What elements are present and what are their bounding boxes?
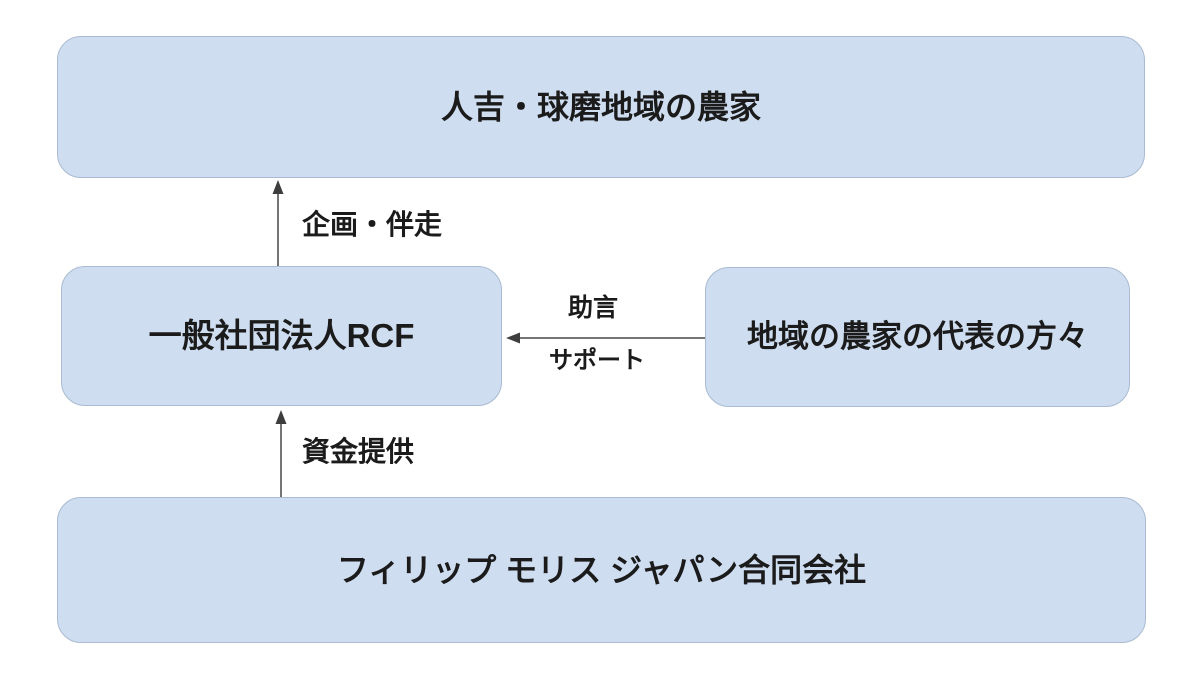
arrow-funding-head bbox=[275, 410, 287, 424]
edge-label-funding: 資金提供 bbox=[302, 436, 415, 467]
edge-label-support: サポート bbox=[549, 347, 645, 374]
arrow-advice-head bbox=[506, 332, 520, 344]
arrow-planning bbox=[272, 180, 284, 266]
node-pmj-box: フィリップ モリス ジャパン合同会社 bbox=[57, 497, 1146, 643]
edge-label-advice: 助言 bbox=[567, 294, 619, 322]
node-representatives-label: 地域の農家の代表の方々 bbox=[747, 319, 1088, 355]
arrow-advice bbox=[506, 332, 705, 344]
node-farmers-label: 人吉・球磨地域の農家 bbox=[440, 88, 761, 125]
edge-label-planning: 企画・伴走 bbox=[302, 209, 443, 240]
node-representatives-box: 地域の農家の代表の方々 bbox=[705, 267, 1130, 407]
node-rcf-box: 一般社団法人RCF bbox=[61, 266, 502, 406]
arrow-planning-head bbox=[272, 180, 284, 194]
node-pmj-label: フィリップ モリス ジャパン合同会社 bbox=[336, 551, 867, 588]
arrow-funding bbox=[275, 410, 287, 497]
node-rcf-label: 一般社団法人RCF bbox=[148, 317, 415, 355]
node-farmers-box: 人吉・球磨地域の農家 bbox=[57, 36, 1145, 178]
